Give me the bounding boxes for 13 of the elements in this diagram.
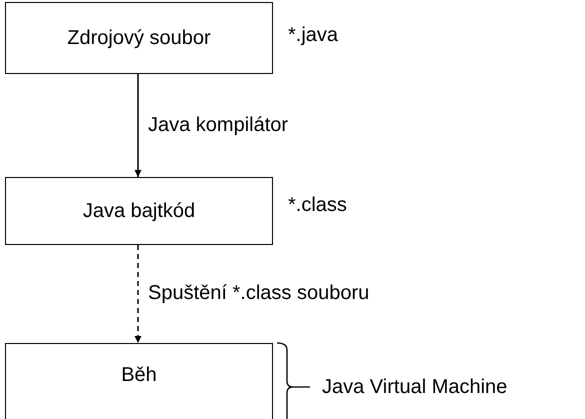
process-box bbox=[5, 343, 273, 419]
arrow bbox=[134, 245, 142, 343]
box-label: Zdrojový soubor bbox=[67, 26, 211, 50]
annotation-text: *.java bbox=[288, 24, 338, 47]
process-box bbox=[5, 177, 273, 245]
edge-label: Spuštění *.class souboru bbox=[148, 282, 370, 305]
annotation-text: *.class bbox=[288, 194, 347, 217]
process-box bbox=[5, 2, 273, 74]
edge-label: Java kompilátor bbox=[148, 114, 288, 136]
annotation-text: Java Virtual Machine bbox=[322, 376, 508, 399]
box-label: Java bajtkód bbox=[82, 200, 196, 222]
arrow bbox=[134, 74, 142, 177]
box-label: Běh bbox=[121, 364, 157, 387]
